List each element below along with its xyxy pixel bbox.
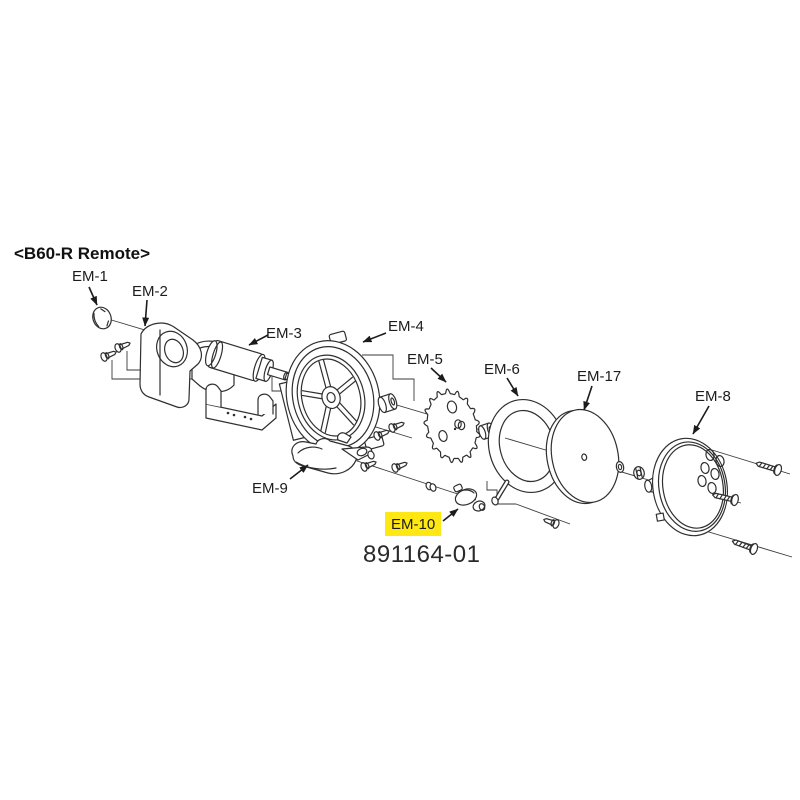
screw-icon — [360, 460, 377, 472]
bushing-part — [377, 393, 398, 414]
label-em-17-arrow — [583, 385, 593, 411]
label-em-9-arrow — [289, 464, 309, 480]
label-em-6-text[interactable]: EM-6 — [484, 361, 520, 378]
em4-gear-housing-part — [278, 330, 385, 468]
screw-icon — [755, 461, 783, 477]
screw-icon — [391, 461, 408, 473]
screw-icon — [731, 539, 759, 555]
label-em-3-text[interactable]: EM-3 — [266, 325, 302, 342]
label-em-4[interactable]: EM-4 — [362, 318, 424, 343]
label-em-10-text[interactable]: EM-10 — [391, 516, 435, 533]
em17-disc-part — [545, 408, 620, 505]
label-em-9-text[interactable]: EM-9 — [252, 480, 288, 497]
label-em-2-text[interactable]: EM-2 — [132, 283, 168, 300]
label-em-1[interactable]: EM-1 — [72, 268, 108, 306]
screw-icon — [100, 350, 117, 362]
screws — [100, 341, 783, 555]
label-em-2-arrow — [142, 299, 150, 327]
em10-clamp-part — [425, 481, 486, 512]
label-em-3[interactable]: EM-3 — [248, 325, 302, 346]
em10-highlight-box[interactable] — [385, 512, 441, 536]
screw-icon — [114, 341, 131, 353]
label-em-17-text[interactable]: EM-17 — [577, 368, 621, 385]
em8-rear-cover-part — [644, 437, 729, 537]
label-em-5[interactable]: EM-5 — [407, 351, 447, 383]
label-em-2[interactable]: EM-2 — [132, 283, 168, 327]
screw-icon — [543, 518, 560, 529]
label-em-3-arrow — [248, 334, 269, 346]
label-em-10-arrow — [442, 508, 459, 522]
label-em-10-highlighted[interactable]: EM-10 — [385, 508, 459, 536]
diagram-title: <B60-R Remote> — [14, 244, 150, 263]
label-em-4-arrow — [362, 332, 387, 343]
screw-icon — [711, 492, 739, 507]
label-em-6[interactable]: EM-6 — [484, 361, 520, 397]
label-em-8-text[interactable]: EM-8 — [695, 388, 731, 405]
screw-icon — [388, 421, 405, 433]
part-number: 891164-01 — [363, 541, 481, 568]
em5-gear-wheel-part — [423, 388, 481, 464]
label-em-17[interactable]: EM-17 — [577, 368, 621, 411]
washer-part — [615, 461, 625, 473]
label-em-9[interactable]: EM-9 — [252, 464, 309, 497]
label-em-1-arrow — [88, 286, 98, 306]
label-em-8[interactable]: EM-8 — [692, 388, 731, 435]
label-em-1-text[interactable]: EM-1 — [72, 268, 108, 285]
label-em-6-arrow — [506, 377, 519, 397]
label-em-4-text[interactable]: EM-4 — [388, 318, 424, 335]
em6-retaining-ring-part — [487, 398, 567, 506]
em1-cap-part — [92, 306, 112, 330]
label-em-5-text[interactable]: EM-5 — [407, 351, 443, 368]
screw-icon — [373, 429, 390, 441]
label-em-5-arrow — [430, 367, 447, 383]
nut-part — [633, 466, 645, 480]
label-em-8-arrow — [692, 405, 710, 435]
motor-bracket-part — [205, 383, 277, 431]
